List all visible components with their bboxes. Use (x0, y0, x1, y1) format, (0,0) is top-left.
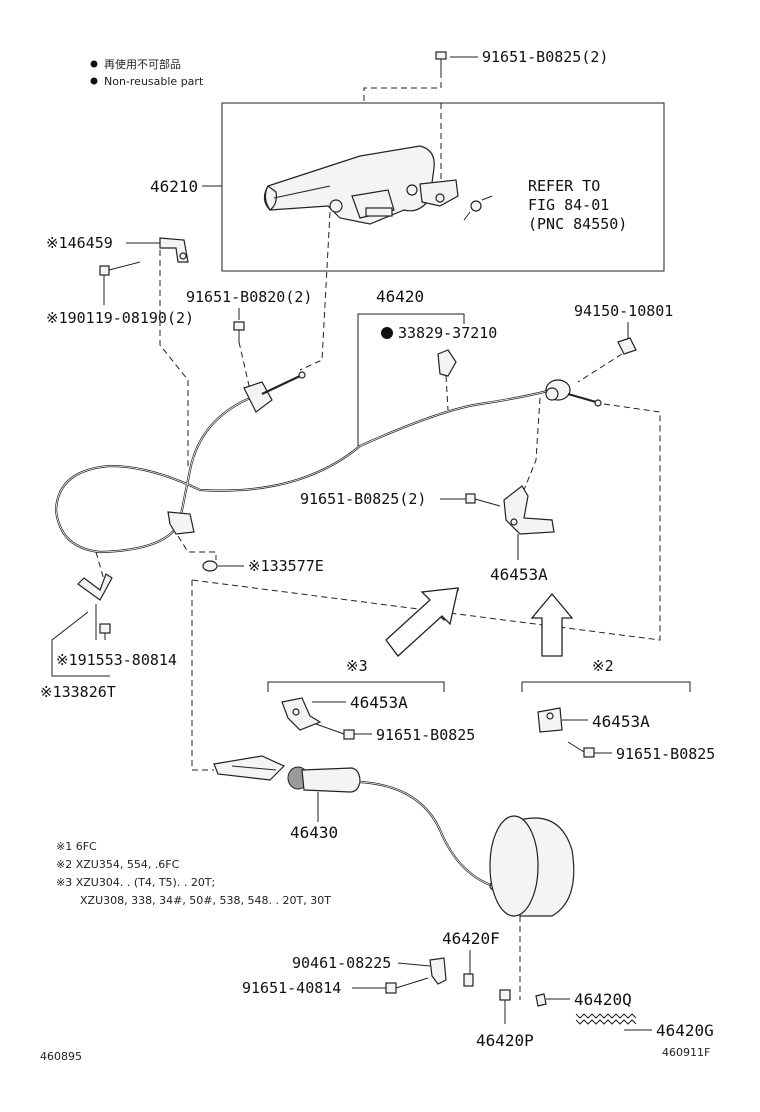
direction-arrow-diagonal (385, 587, 460, 657)
refer-line-2[interactable]: FIG 84-01 (528, 196, 609, 214)
label-46420[interactable]: 46420 (376, 287, 424, 306)
label-33829[interactable]: 33829-37210 (398, 324, 497, 342)
clip-94150 (617, 337, 637, 355)
label-94150[interactable]: 94150-10801 (574, 302, 673, 320)
cable-clamp-lower (167, 511, 195, 535)
clip-46420q (535, 993, 547, 1007)
bracket-46453a-mid (503, 485, 555, 535)
bolt-91553 (99, 623, 111, 640)
label-33577e[interactable]: ※133577E (248, 557, 324, 575)
note-1[interactable]: ※1 6FC (56, 840, 97, 853)
bracket-46459 (159, 237, 189, 263)
bolt-90119 (99, 261, 141, 276)
clip-90461 (429, 957, 447, 985)
label-91651-b0825-top[interactable]: 91651-B0825(2) (482, 48, 608, 66)
note-4[interactable]: XZU308, 338, 34#, 50#, 538, 548. . 20T, … (80, 894, 331, 907)
bolt-91651-b0825-top (435, 51, 478, 72)
cable-46420 (54, 388, 553, 554)
refer-line-1[interactable]: REFER TO (528, 177, 600, 195)
clip-33829 (437, 349, 457, 377)
legend-bullet-icon (90, 60, 98, 68)
label-46459[interactable]: ※146459 (46, 234, 113, 252)
label-91651-b0820[interactable]: 91651-B0820(2) (186, 288, 312, 306)
label-90119[interactable]: ※190119-08190(2) (46, 309, 194, 327)
parking-brake-lever (263, 145, 493, 225)
bolt-91651-b0820 (233, 321, 245, 342)
label-91651-b0825-left[interactable]: 91651-B0825 (376, 726, 475, 744)
label-46453a-left[interactable]: 46453A (350, 693, 408, 712)
label-46210[interactable]: 46210 (150, 177, 198, 196)
bolt-91651-b0825-mid (465, 493, 501, 507)
label-46453a-mid[interactable]: 46453A (490, 565, 548, 584)
brake-drum (489, 815, 575, 917)
footer-left-code: 460895 (40, 1050, 82, 1063)
mark-3[interactable]: ※3 (346, 657, 368, 675)
note-2[interactable]: ※2 XZU354, 554, .6FC (56, 858, 180, 871)
footer-right-code: 460911F (662, 1046, 710, 1059)
label-90461[interactable]: 90461-08225 (292, 954, 391, 972)
legend-bullet-icon (90, 77, 98, 85)
clip-46420p (499, 989, 511, 1001)
label-46453a-right[interactable]: 46453A (592, 712, 650, 731)
bolt-91651-40814 (385, 977, 429, 994)
bolt-91651-b0825-left (315, 723, 355, 740)
label-91651-b0825-mid[interactable]: 91651-B0825(2) (300, 490, 426, 508)
label-46430[interactable]: 46430 (290, 823, 338, 842)
bracket-46453a-right (537, 707, 563, 733)
clamp-33826t (77, 573, 113, 601)
legend-jp: 再使用不可部品 (104, 57, 181, 71)
bracket-46453a-left (281, 697, 322, 731)
legend: 再使用不可部品 Non-reusable part (90, 57, 204, 88)
label-46420f[interactable]: 46420F (442, 929, 500, 948)
label-46420p[interactable]: 46420P (476, 1031, 534, 1050)
cable-end-upper (243, 371, 306, 413)
clip-46420f (463, 973, 474, 987)
spring-46420g (575, 1013, 637, 1025)
cable-equalizer (545, 379, 602, 407)
label-46420g[interactable]: 46420G (656, 1021, 714, 1040)
grommet-33577e (202, 560, 218, 572)
lever-group-box (221, 102, 665, 272)
non-reusable-mark-icon (381, 327, 393, 339)
label-91553[interactable]: ※191553-80814 (56, 651, 177, 669)
label-91651-b0825-right[interactable]: 91651-B0825 (616, 745, 715, 763)
refer-line-3[interactable]: (PNC 84550) (528, 215, 627, 233)
direction-arrow-up (530, 592, 574, 657)
label-91651-40814[interactable]: 91651-40814 (242, 979, 341, 997)
bolt-91651-b0825-right (567, 741, 595, 758)
mark-2[interactable]: ※2 (592, 657, 614, 675)
label-33826t[interactable]: ※133826T (40, 683, 116, 701)
note-3[interactable]: ※3 XZU304. . (T4, T5). . 20T; (56, 876, 215, 889)
legend-en: Non-reusable part (104, 75, 204, 88)
label-46420q[interactable]: 46420Q (574, 990, 632, 1009)
